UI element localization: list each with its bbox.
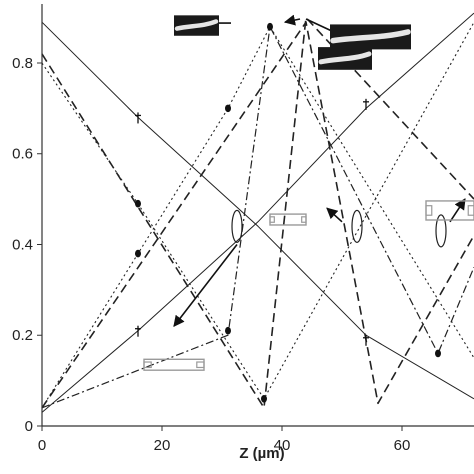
data-point-dagger xyxy=(135,325,141,337)
annotation-ellipse xyxy=(351,209,363,243)
inset-fiber-photo xyxy=(330,24,411,50)
inset-photo-fiber xyxy=(318,51,372,65)
annotation-ellipse xyxy=(435,214,447,248)
y-tick-label: 0.2 xyxy=(12,327,33,344)
series-line-5 xyxy=(41,21,474,400)
inset-sketch-end-left xyxy=(425,205,433,216)
series-markers xyxy=(135,22,441,403)
x-tick-label: 0 xyxy=(38,437,46,454)
annotation-arrow xyxy=(449,198,466,223)
inset-images xyxy=(143,15,474,371)
inset-taper-sketch xyxy=(143,358,205,371)
inset-sketch-end-right xyxy=(467,205,474,216)
series-line-2 xyxy=(41,12,474,413)
series-line-1 xyxy=(41,21,474,400)
data-point-dot xyxy=(135,199,141,208)
data-point-dagger xyxy=(135,112,141,124)
series-line-4 xyxy=(41,21,474,409)
data-point-dot xyxy=(225,326,231,335)
series-line-7 xyxy=(41,26,474,409)
inset-sketch-end-right xyxy=(196,361,205,369)
data-point-dagger xyxy=(363,98,369,110)
y-tick-label: 0.6 xyxy=(12,146,33,163)
annotation-arrow xyxy=(173,244,238,328)
annotation-arrow xyxy=(326,207,343,223)
inset-fiber-photo xyxy=(174,15,219,36)
data-point-dot xyxy=(435,349,441,358)
inset-sketch-body xyxy=(425,200,474,221)
annotation-arrow xyxy=(283,14,301,26)
x-tick-label: 20 xyxy=(154,437,171,454)
inset-taper-sketch-small xyxy=(269,213,307,226)
inset-sketch-end-left xyxy=(143,361,152,369)
y-tick-label: 0 xyxy=(25,418,33,435)
data-point-dot xyxy=(135,249,141,258)
y-tick-label: 0.8 xyxy=(12,55,33,72)
x-tick-label: 40 xyxy=(274,437,291,454)
inset-sketch-end-right xyxy=(301,216,307,223)
x-axis-title: Z (µm) xyxy=(239,445,284,462)
x-tick-label: 60 xyxy=(394,437,411,454)
data-point-dagger xyxy=(363,334,369,346)
annotation-ellipses xyxy=(231,209,447,248)
inset-taper-sketch-curved xyxy=(425,200,474,221)
ticks: 0 20 40 60 0 0.2 0.4 0.6 0.8 xyxy=(12,55,410,454)
inset-sketch-end-left xyxy=(269,216,275,223)
data-point-dot xyxy=(267,22,273,31)
inset-photo-fiber xyxy=(174,19,219,31)
inset-photo-fiber xyxy=(330,29,411,44)
annotation-ellipse xyxy=(231,209,243,243)
series-line-6 xyxy=(41,26,474,409)
data-point-dot xyxy=(225,104,231,113)
inset-fiber-photo xyxy=(318,47,372,70)
inset-sketch-body xyxy=(269,213,307,226)
series-lines xyxy=(41,12,474,413)
data-point-dot xyxy=(261,394,267,403)
axes xyxy=(41,4,474,427)
y-tick-label: 0.4 xyxy=(12,236,33,253)
